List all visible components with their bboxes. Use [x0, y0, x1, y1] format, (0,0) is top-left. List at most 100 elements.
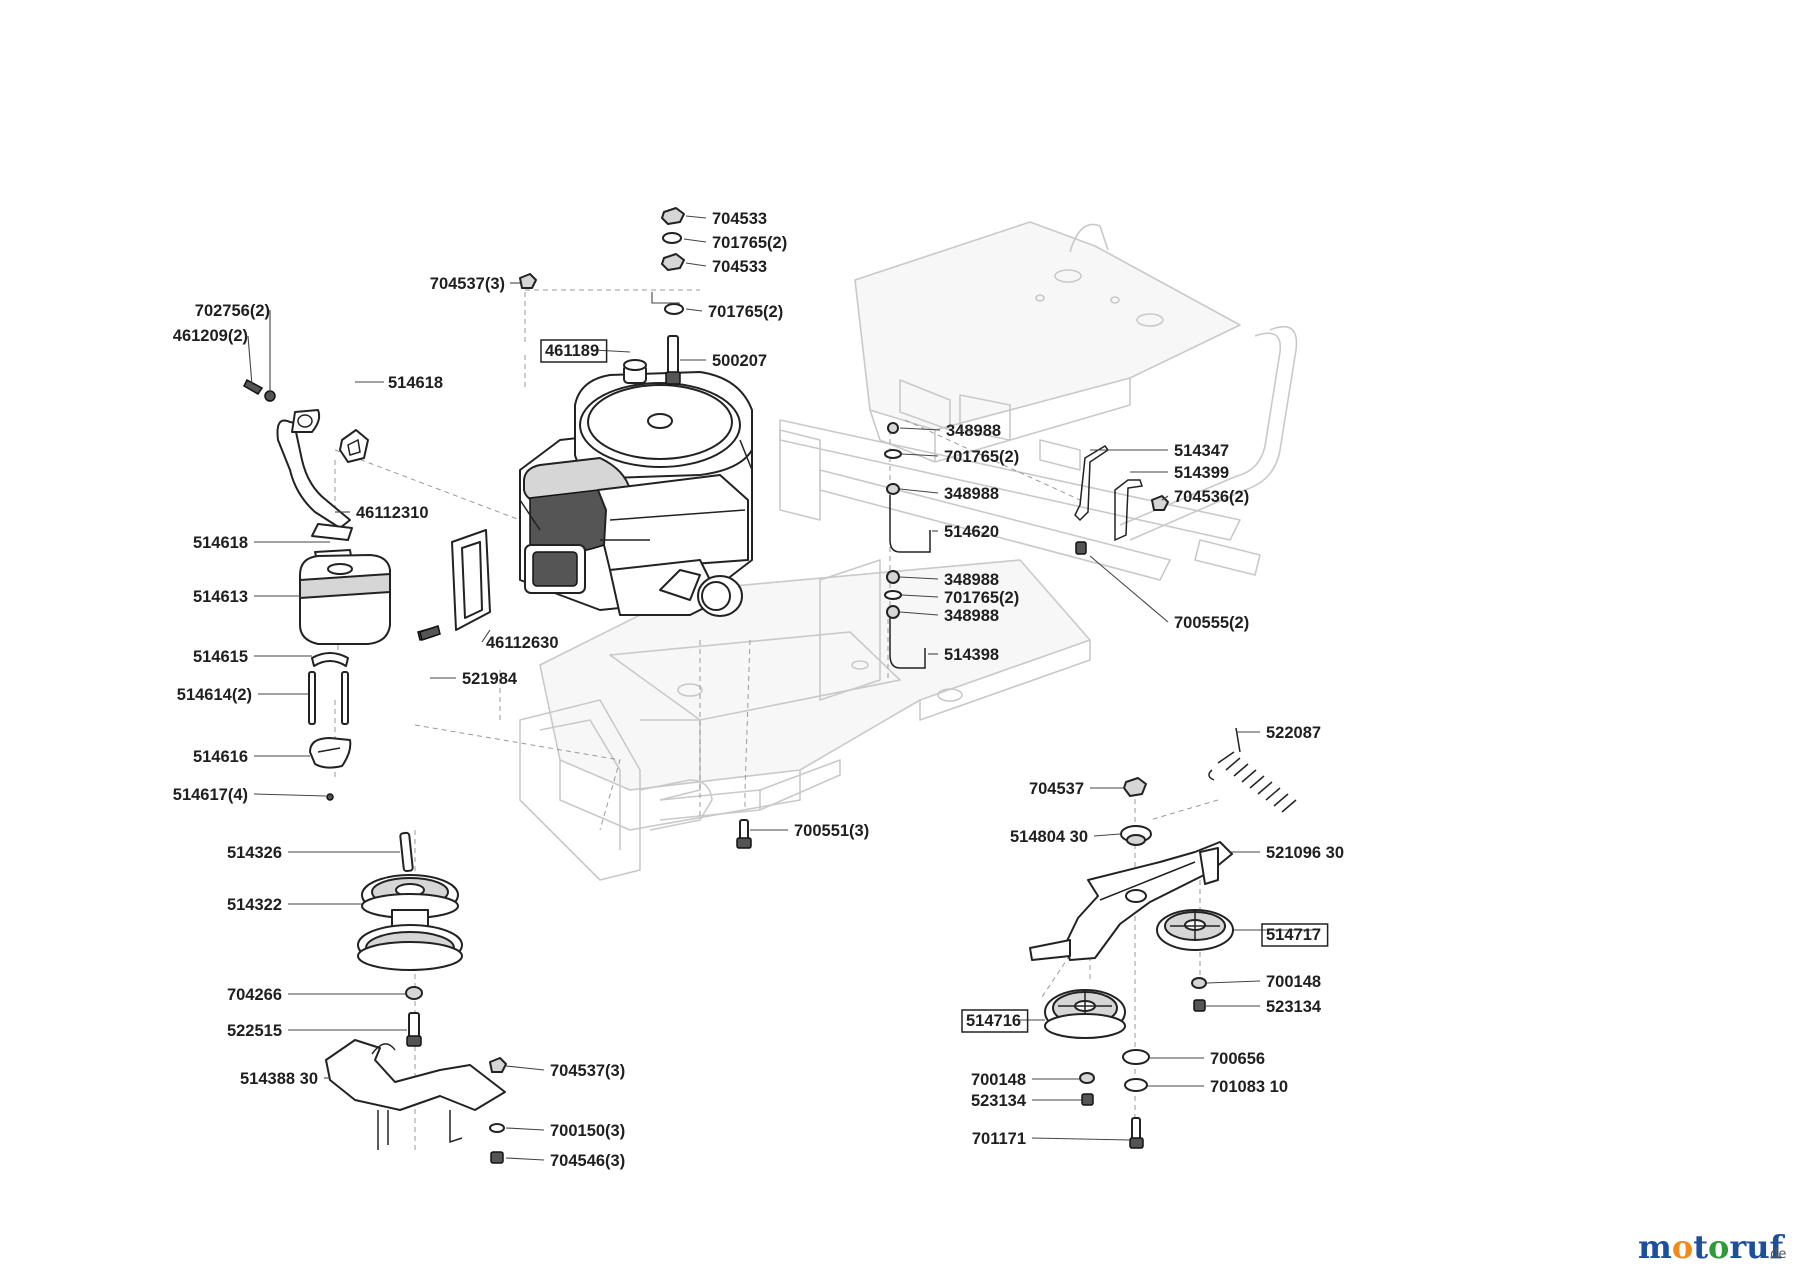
part-label: 704533 — [712, 258, 767, 276]
heat-shield — [417, 529, 491, 641]
part-label: 701765(2) — [708, 303, 783, 321]
part-label: 348988 — [944, 485, 999, 503]
leader-line — [481, 629, 491, 643]
leader-line — [1093, 833, 1121, 837]
part-label: 521984 — [462, 670, 518, 688]
leader-line — [683, 238, 707, 243]
part-label: 348988 — [944, 607, 999, 625]
part-label: 514618 — [193, 534, 248, 552]
part-label: 514616 — [193, 748, 248, 766]
part-label: 514398 — [944, 646, 999, 664]
part-label: 514615 — [193, 648, 248, 666]
part-label: 701083 10 — [1210, 1078, 1288, 1096]
logo-letter: t — [1693, 1228, 1708, 1266]
top-fasteners — [519, 207, 685, 385]
part-label: 700148 — [971, 1071, 1026, 1089]
leader-line — [899, 488, 939, 494]
part-label: 700551(3) — [794, 822, 869, 840]
leader-line — [593, 349, 631, 353]
part-label: 700150(3) — [550, 1122, 625, 1140]
part-label: 523134 — [971, 1092, 1027, 1110]
part-label: 514613 — [193, 588, 248, 606]
part-label: 514399 — [1174, 464, 1229, 482]
part-labels: 704533 701765(2) 704533 704537(3) 701765(2) 7… — [173, 210, 1344, 1170]
part-label: 523134 — [1266, 998, 1322, 1016]
part-label: 348988 — [944, 571, 999, 589]
part-label: 514614(2) — [177, 686, 252, 704]
logo-letter: u — [1746, 1228, 1769, 1266]
leader-line — [901, 594, 939, 598]
part-label: 514322 — [227, 896, 282, 914]
part-label: 704537 — [1029, 780, 1084, 798]
part-label: 461209(2) — [173, 327, 248, 345]
logo-letter: r — [1729, 1228, 1747, 1266]
leader-line — [685, 262, 707, 267]
leader-line — [901, 453, 939, 457]
leader-line — [505, 1127, 545, 1131]
label-boxes — [540, 339, 1329, 1033]
part-label: 514717 — [1266, 926, 1321, 944]
leader-line — [253, 793, 327, 797]
tractor-frame — [519, 221, 1298, 881]
leader-line — [1206, 980, 1261, 984]
part-label: 514388 30 — [240, 1070, 318, 1088]
part-label: 514617(4) — [173, 786, 248, 804]
part-label: 46112310 — [356, 504, 429, 522]
leader-line — [899, 576, 939, 580]
leader-lines — [247, 215, 1314, 1161]
leader-line — [899, 427, 941, 431]
part-label: 46112630 — [486, 634, 559, 652]
leader-line — [247, 335, 253, 386]
label-box — [961, 1009, 1029, 1033]
logo-letter: f — [1769, 1228, 1785, 1266]
part-label: 702756(2) — [195, 302, 270, 320]
part-label: 522515 — [227, 1022, 282, 1040]
part-label: 514347 — [1174, 442, 1229, 460]
label-box — [1261, 923, 1329, 947]
part-label: 704266 — [227, 986, 282, 1004]
logo-letter: o — [1672, 1228, 1693, 1266]
part-label: 701765(2) — [944, 589, 1019, 607]
leader-line — [505, 1157, 545, 1161]
engine-assembly — [519, 359, 753, 617]
logo-letter: o — [1708, 1228, 1729, 1266]
part-label: 461189 — [545, 342, 599, 360]
part-label: 514620 — [944, 523, 999, 541]
part-label: 500207 — [712, 352, 767, 370]
part-label: 704537(3) — [550, 1062, 625, 1080]
logo-wordmark: motoruf — [1638, 1228, 1785, 1266]
part-label: 700148 — [1266, 973, 1321, 991]
motoruf-logo: motoruf .de — [1638, 1228, 1786, 1266]
part-label: 514326 — [227, 844, 282, 862]
leader-line — [1031, 1137, 1131, 1141]
pulley-left-assembly — [325, 831, 507, 1164]
part-label: 701171 — [972, 1130, 1026, 1148]
leader-line — [685, 215, 707, 219]
part-label: 701765(2) — [712, 234, 787, 252]
part-label: 348988 — [946, 422, 1001, 440]
leader-line — [1161, 495, 1169, 501]
part-label: 704546(3) — [550, 1152, 625, 1170]
leader-line — [1089, 555, 1169, 623]
part-label: 514716 — [966, 1012, 1021, 1030]
part-label: 514618 — [388, 374, 443, 392]
part-label: 704537(3) — [430, 275, 505, 293]
part-label: 521096 30 — [1266, 844, 1344, 862]
part-label: 514804 30 — [1010, 828, 1088, 846]
logo-letter: m — [1638, 1228, 1672, 1266]
part-label: 522087 — [1266, 724, 1321, 742]
part-label: 704536(2) — [1174, 488, 1249, 506]
exhaust-assembly — [243, 378, 391, 801]
logo-tld: .de — [1766, 1247, 1786, 1262]
leader-line — [899, 611, 939, 616]
part-label: 701765(2) — [944, 448, 1019, 466]
part-label: 704533 — [712, 210, 767, 228]
part-label: 700555(2) — [1174, 614, 1249, 632]
part-label: 700656 — [1210, 1050, 1265, 1068]
leader-line — [685, 308, 703, 312]
leader-line — [505, 1065, 545, 1071]
center-fasteners — [419, 422, 1169, 849]
label-box — [540, 339, 608, 363]
